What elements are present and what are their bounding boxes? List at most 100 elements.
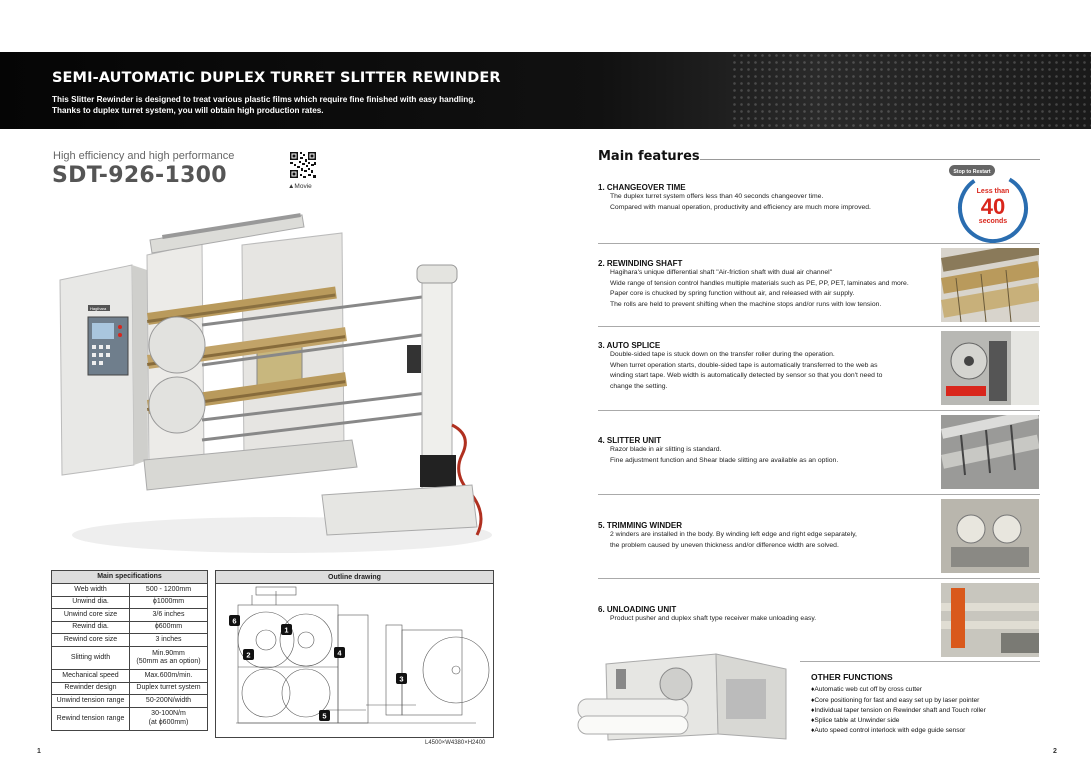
feature-line: Hagihara's unique differential shaft "Ai…	[610, 269, 833, 276]
feature-line: Razor blade in air slitting is standard.	[610, 446, 722, 453]
auto-splice-photo	[941, 331, 1039, 405]
list-item: ♦Core positioning for fast and easy set …	[811, 697, 980, 704]
movie-link[interactable]: ▲Movie	[288, 183, 312, 190]
badge-number: 40	[981, 194, 1005, 219]
outline-markers	[229, 615, 407, 721]
spec-label: Unwind core size	[51, 608, 130, 622]
model-number: SDT-926-1300	[52, 163, 227, 188]
feature-line: The rolls are held to prevent shifting w…	[610, 300, 882, 308]
feature-title: 4. SLITTER UNIT	[598, 436, 662, 445]
feature-line: the problem caused by uneven thickness a…	[610, 541, 839, 549]
outline-marker-4: 4	[337, 649, 342, 658]
feature-line: Fine adjustment function and Shear blade…	[610, 456, 839, 464]
list-item: ♦Auto speed control interlock with edge …	[811, 727, 966, 734]
changeover-badge: Stop to Restart Less than 40 seconds	[949, 165, 1028, 243]
table-row: Rewind dia.ϕ600mm	[51, 620, 208, 635]
feature-title: 1. CHANGEOVER TIME	[598, 183, 686, 192]
header-subtitle-1: This Slitter Rewinder is designed to tre…	[52, 95, 476, 104]
spec-value: ϕ1000mm	[129, 595, 208, 610]
unloading-unit-photo	[941, 583, 1039, 657]
spec-label: Unwind dia.	[51, 595, 130, 610]
overall-dimensions: L4500×W4380×H2400	[425, 740, 486, 746]
spec-label: Rewind tension range	[51, 706, 130, 731]
feature-trimming-winder: 5. TRIMMING WINDER 2 winders are install…	[598, 521, 1040, 551]
feature-line: 2 winders are installed in the body. By …	[610, 531, 857, 538]
outline-marker-1: 1	[284, 626, 288, 635]
outline-drawing: Outline drawing 6 1	[215, 570, 494, 738]
spec-value: 50-200N/width	[129, 694, 208, 708]
machine-photo-unloading	[577, 653, 787, 741]
header-banner: SEMI-AUTOMATIC DUPLEX TURRET SLITTER REW…	[0, 52, 1091, 129]
feature-line: When turret operation starts, double-sid…	[610, 361, 878, 369]
spec-value: 30-100N/m(at ϕ600mm)	[129, 706, 208, 731]
outline-marker-3: 3	[399, 675, 403, 684]
machine-brand-label: Hagihara	[90, 306, 107, 311]
spec-label: Rewind core size	[51, 633, 130, 647]
machine-photo-main: Hagihara	[59, 213, 492, 553]
outline-marker-6: 6	[232, 617, 236, 626]
spec-value: 500 - 1200mm	[129, 583, 208, 597]
table-row: Unwind dia.ϕ1000mm	[51, 595, 208, 610]
trimming-winder-photo	[941, 499, 1039, 573]
spec-value: Min.90mm(50mm as an option)	[129, 645, 208, 670]
feature-title: 6. UNLOADING UNIT	[598, 605, 677, 614]
qr-code-icon[interactable]	[289, 151, 317, 179]
spec-label: Web width	[51, 583, 130, 597]
feature-line: Paper core is chucked by spring function…	[610, 290, 855, 297]
outline-title: Outline drawing	[216, 571, 493, 584]
divider	[598, 578, 1040, 579]
other-functions-title: OTHER FUNCTIONS	[811, 672, 893, 682]
spec-label: Unwind tension range	[51, 694, 130, 708]
page-title: SEMI-AUTOMATIC DUPLEX TURRET SLITTER REW…	[52, 70, 501, 86]
spec-value: Max.600m/min.	[129, 668, 208, 683]
page-number-right: 2	[1053, 748, 1057, 755]
spec-value-line: (50mm as an option)	[136, 657, 201, 665]
spec-value: Duplex turret system	[129, 681, 208, 696]
spec-label: Mechanical speed	[51, 668, 130, 683]
spec-table-title: Main specifications	[51, 570, 208, 584]
list-item: ♦Individual taper tension on Rewinder sh…	[811, 707, 986, 714]
header-texture	[731, 52, 1091, 129]
feature-line: Compared with manual operation, producti…	[610, 203, 871, 211]
main-features-title: Main features	[598, 149, 700, 164]
divider	[598, 326, 1040, 327]
feature-auto-splice: 3. AUTO SPLICE Double-sided tape is stuc…	[598, 341, 1040, 392]
outline-drawing-figure: 6 1 2 4 3 5	[229, 586, 490, 724]
header-subtitle-2: Thanks to duplex turret system, you will…	[52, 106, 324, 115]
tagline: High efficiency and high performance	[53, 150, 235, 162]
list-item: ♦Automatic web cut off by cross cutter	[811, 686, 922, 693]
rewinding-shaft-photo	[941, 248, 1039, 322]
spec-value-line: Min.90mm	[152, 649, 185, 657]
slitter-unit-photo	[941, 415, 1039, 489]
spec-value-line: (at ϕ600mm)	[148, 718, 189, 726]
outline-marker-2: 2	[246, 651, 250, 660]
spec-value: 3 inches	[129, 633, 208, 647]
feature-changeover-time: 1. CHANGEOVER TIME The duplex turret sys…	[598, 183, 1040, 213]
feature-line: change the setting.	[610, 382, 668, 390]
feature-rewinding-shaft: 2. REWINDING SHAFT Hagihara's unique dif…	[598, 259, 1040, 310]
badge-less-than: Less than	[977, 188, 1010, 195]
outline-marker-5: 5	[322, 712, 326, 721]
list-item: ♦Splice table at Unwinder side	[811, 717, 900, 724]
divider	[598, 494, 1040, 495]
spec-value: 3/6 inches	[129, 608, 208, 622]
feature-title: 2. REWINDING SHAFT	[598, 259, 683, 268]
divider	[598, 243, 1040, 244]
feature-unloading-unit: 6. UNLOADING UNIT Product pusher and dup…	[598, 605, 1040, 625]
badge-top-label: Stop to Restart	[953, 169, 990, 175]
feature-slitter-unit: 4. SLITTER UNIT Razor blade in air slitt…	[598, 436, 1040, 466]
feature-line: Wide range of tension control handles mu…	[610, 279, 909, 287]
spec-label: Slitting width	[51, 645, 130, 670]
title-divider	[700, 159, 1040, 160]
divider	[800, 661, 1040, 662]
feature-line: The duplex turret system offers less tha…	[610, 193, 824, 200]
